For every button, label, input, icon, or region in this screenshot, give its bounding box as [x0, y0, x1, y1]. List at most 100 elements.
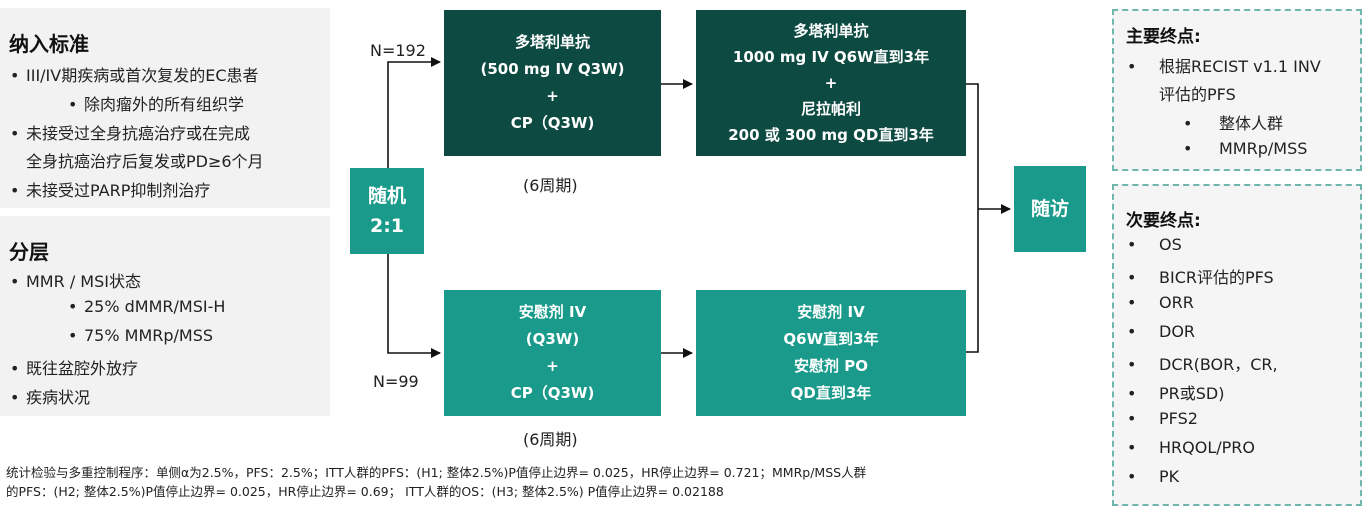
box-line: 尼拉帕利	[800, 100, 861, 118]
inclusion-item-text: 全身抗癌治疗后复发或PD≥6个月	[26, 152, 264, 171]
stratification-item: • 既往盆腔外放疗	[10, 355, 138, 379]
secondary-endpoints-title: 次要终点:	[1126, 211, 1201, 231]
top-maintenance-box: 多塔利单抗 1000 mg IV Q6W直到3年 + 尼拉帕利 200 或 30…	[696, 10, 966, 156]
inclusion-title: 纳入标准	[9, 32, 89, 56]
inclusion-item-text: III/IV期疾病或首次复发的EC患者	[26, 66, 259, 85]
bottom-branch-line	[387, 254, 441, 358]
stratification-item-text: 25% dMMR/MSI-H	[84, 297, 226, 316]
bullet-icon: •	[10, 272, 20, 291]
secondary-endpoint-item: •OS	[1127, 235, 1182, 254]
endpoint-text: BICR评估的PFS	[1159, 268, 1274, 287]
bullet-icon: •	[1127, 268, 1137, 287]
bullet-icon: •	[10, 66, 20, 85]
primary-endpoint-item: 评估的PFS	[1127, 81, 1236, 105]
stratification-item-text: 75% MMRp/MSS	[84, 326, 214, 345]
endpoint-text: 评估的PFS	[1159, 85, 1236, 104]
primary-endpoint-item: • 根据RECIST v1.1 INV	[1127, 53, 1321, 77]
bullet-icon: •	[1127, 355, 1137, 374]
secondary-endpoint-item: • ORR	[1127, 293, 1194, 312]
bullet-icon: •	[68, 95, 78, 114]
bottom-arm-n: N=99	[373, 372, 419, 391]
box-line: (500 mg IV Q3W)	[480, 60, 625, 78]
secondary-endpoint-item: • BICR评估的PFS	[1127, 264, 1274, 288]
bullet-icon: •	[1127, 57, 1137, 76]
inclusion-item: • III/IV期疾病或首次复发的EC患者	[10, 62, 259, 86]
stratification-title: 分层	[9, 240, 49, 264]
primary-endpoints-panel	[1112, 9, 1362, 171]
endpoint-text: MMRp/MSS	[1219, 139, 1308, 158]
stratification-item-text: 既往盆腔外放疗	[26, 359, 139, 378]
inclusion-item: • 未接受过PARP抑制剂治疗	[10, 177, 210, 201]
box-line: +	[546, 357, 559, 375]
endpoint-text: PR或SD)	[1159, 384, 1225, 403]
box-line: CP（Q3W)	[510, 114, 595, 132]
endpoint-text: 整体人群	[1219, 114, 1284, 133]
bullet-icon: •	[1127, 467, 1137, 486]
inclusion-panel	[0, 8, 330, 208]
top-to-followup-line	[966, 83, 979, 353]
bullet-icon: •	[10, 181, 20, 200]
inclusion-item-text: 未接受过全身抗癌治疗或在完成	[26, 124, 251, 143]
primary-endpoints-title: 主要终点:	[1126, 27, 1201, 47]
bullet-icon: •	[1127, 322, 1137, 341]
box-line: +	[546, 87, 559, 105]
endpoint-text: DCR(BOR，CR,	[1159, 355, 1278, 374]
stratification-item-text: 疾病状况	[26, 388, 91, 407]
bullet-icon: •	[1183, 114, 1193, 133]
box-line: 多塔利单抗	[514, 33, 590, 51]
bullet-icon: •	[10, 359, 20, 378]
footnote-line-1: 统计检验与多重控制程序：单侧α为2.5%，PFS：2.5%；ITT人群的PFS：…	[6, 465, 867, 480]
primary-endpoint-item: • 整体人群	[1183, 110, 1283, 134]
top-cycles-label: (6周期)	[523, 176, 578, 195]
box-line: +	[824, 74, 838, 92]
secondary-endpoint-item: • PR或SD)	[1127, 380, 1225, 404]
secondary-endpoint-item: • PK	[1127, 467, 1179, 486]
secondary-endpoint-item: • DOR	[1127, 322, 1195, 341]
box-line: Q6W直到3年	[783, 330, 879, 348]
stratification-item-text: MMR / MSI状态	[26, 272, 141, 291]
inclusion-item-text: 除肉瘤外的所有组织学	[84, 95, 245, 114]
inclusion-item-text: 未接受过PARP抑制剂治疗	[26, 181, 211, 200]
endpoint-text: PFS2	[1159, 409, 1198, 428]
bullet-icon: •	[10, 388, 20, 407]
footnote-line-2: 的PFS：(H2; 整体2.5%)P值停止边界= 0.025，HR停止边界= 0…	[6, 484, 724, 499]
bullet-icon: •	[68, 297, 78, 316]
inclusion-item: • 除肉瘤外的所有组织学	[68, 91, 244, 115]
bottom-cycles-label: (6周期)	[523, 430, 578, 449]
endpoint-text: PK	[1159, 467, 1180, 486]
endpoint-text: 根据RECIST v1.1 INV	[1159, 57, 1321, 76]
endpoint-text: DOR	[1159, 322, 1196, 341]
box-line: 多塔利单抗	[793, 22, 869, 40]
box-line: 1000 mg IV Q6W直到3年	[732, 48, 930, 66]
top-arm-n: N=192	[370, 41, 426, 60]
box-line: 安慰剂 IV	[797, 303, 865, 321]
inclusion-item: 全身抗癌治疗后复发或PD≥6个月	[10, 148, 264, 172]
endpoint-text: HRQOL/PRO	[1159, 438, 1255, 457]
stratification-item: • 疾病状况	[10, 384, 90, 408]
bullet-icon: •	[1127, 384, 1137, 403]
top-induction-box: 多塔利单抗 (500 mg IV Q3W) + CP（Q3W)	[444, 10, 661, 156]
top-branch-line	[387, 57, 441, 168]
endpoint-text: ORR	[1159, 293, 1194, 312]
bullet-icon: •	[68, 326, 78, 345]
box-line: (Q3W)	[525, 330, 580, 348]
bottom-induction-box: 安慰剂 IV (Q3W) + CP（Q3W)	[444, 290, 661, 416]
randomization-box: 随机 2:1	[350, 168, 424, 254]
box-line: 200 或 300 mg QD直到3年	[728, 126, 934, 144]
inclusion-item: • 未接受过全身抗癌治疗或在完成	[10, 120, 250, 144]
secondary-endpoint-item: •HRQOL/PRO	[1127, 438, 1255, 457]
stratification-panel	[0, 216, 330, 416]
randomization-ratio: 2:1	[369, 215, 405, 237]
bullet-icon: •	[1127, 409, 1137, 428]
bullet-icon: •	[1127, 293, 1137, 312]
bullet-icon: •	[1127, 235, 1137, 254]
secondary-endpoints-panel	[1112, 184, 1362, 506]
box-line: CP（Q3W)	[510, 384, 595, 402]
secondary-endpoint-item: • PFS2	[1127, 409, 1198, 428]
secondary-endpoint-item: • DCR(BOR，CR,	[1127, 351, 1278, 375]
primary-endpoint-item: •MMRp/MSS	[1183, 139, 1307, 158]
bullet-icon: •	[10, 124, 20, 143]
followup-box: 随访	[1014, 166, 1086, 252]
bottom-maintenance-box: 安慰剂 IV Q6W直到3年 安慰剂 PO QD直到3年	[696, 290, 966, 416]
